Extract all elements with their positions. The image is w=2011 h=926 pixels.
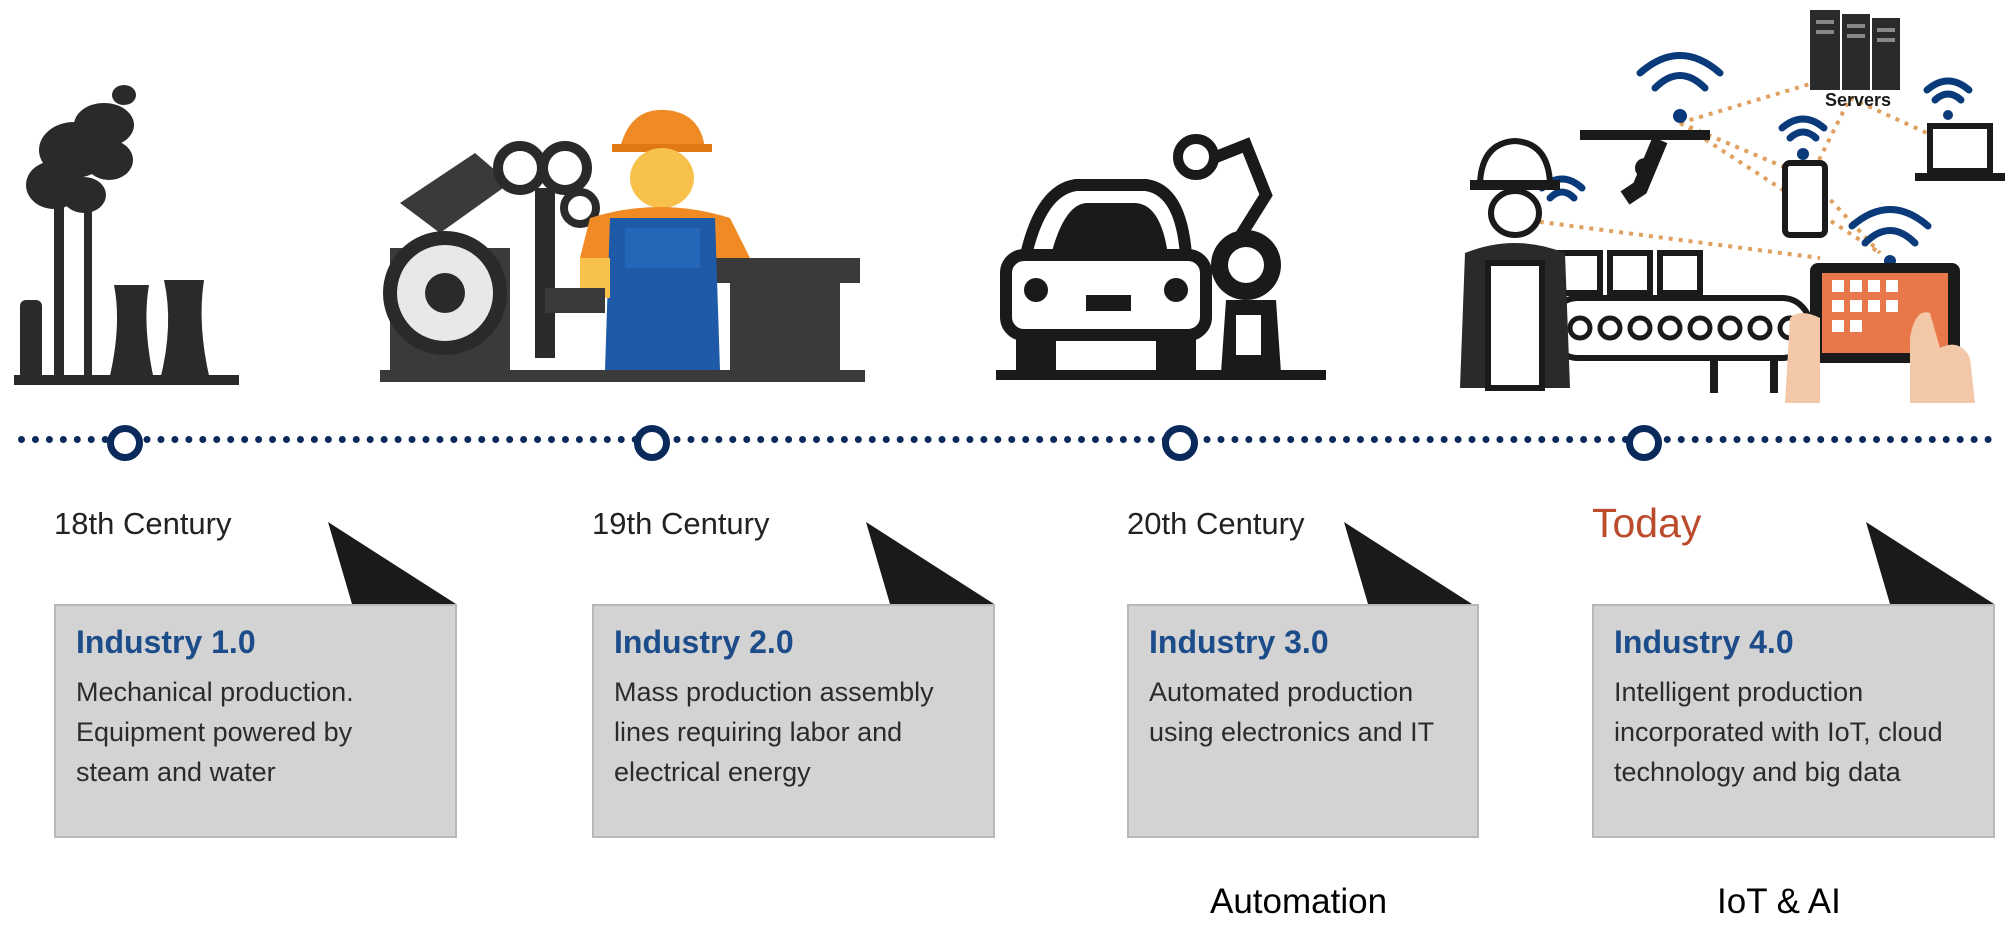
callout-flag-4 [1866, 522, 1994, 604]
industry-desc-line: Intelligent production [1614, 677, 1864, 707]
era-label-3: 20th Century [1127, 506, 1305, 541]
caption-iot-ai: IoT & AI [1717, 882, 1841, 921]
industry-desc-line: technology and big data [1614, 757, 1901, 787]
era-label-today: Today [1592, 500, 1702, 546]
industry-card-4: Industry 4.0 Intelligent production inco… [1592, 604, 1995, 838]
industry-card-1: Industry 1.0 Mechanical production. Equi… [54, 604, 457, 838]
callout-flag-3 [1344, 522, 1472, 604]
industry-desc-line: steam and water [76, 757, 276, 787]
industry-desc-line: using electronics and IT [1149, 717, 1435, 747]
servers-label: Servers [1825, 90, 1891, 110]
industry-desc-4: Intelligent production incorporated with… [1614, 672, 1943, 792]
industry-desc-line: Automated production [1149, 677, 1414, 707]
industry-desc-line: lines requiring labor and [614, 717, 903, 747]
industry-desc-line: incorporated with IoT, cloud [1614, 717, 1943, 747]
industry-desc-line: Mass production assembly [614, 677, 934, 707]
industry-desc-3: Automated production using electronics a… [1149, 672, 1434, 752]
timeline-node-2 [634, 425, 670, 461]
industry-title-3: Industry 3.0 [1149, 624, 1329, 660]
callout-flag-1 [328, 522, 456, 604]
caption-automation: Automation [1210, 882, 1388, 921]
timeline-node-1 [107, 425, 143, 461]
industry-desc-line: Equipment powered by [76, 717, 353, 747]
industry-card-2: Industry 2.0 Mass production assembly li… [592, 604, 995, 838]
industry-title-2: Industry 2.0 [614, 624, 794, 660]
iot-smart-factory-icon: Servers [1460, 10, 2005, 403]
industry-desc-2: Mass production assembly lines requiring… [614, 672, 934, 792]
industry-title-4: Industry 4.0 [1614, 624, 1794, 660]
era-label-1: 18th Century [54, 506, 232, 541]
era-label-2: 19th Century [592, 506, 770, 541]
timeline-node-3 [1162, 425, 1198, 461]
car-robot-arm-icon [996, 134, 1326, 380]
robotic-arm-worker-icon [380, 109, 865, 382]
factory-smokestack-icon [14, 85, 239, 385]
timeline-line [18, 436, 1993, 443]
industry-card-3: Industry 3.0 Automated production using … [1127, 604, 1479, 838]
industry-desc-1: Mechanical production. Equipment powered… [76, 672, 354, 792]
timeline-node-4 [1626, 425, 1662, 461]
industry-desc-line: Mechanical production. [76, 677, 354, 707]
callout-flag-2 [866, 522, 994, 604]
industry-title-1: Industry 1.0 [76, 624, 256, 660]
industry-desc-line: electrical energy [614, 757, 811, 787]
